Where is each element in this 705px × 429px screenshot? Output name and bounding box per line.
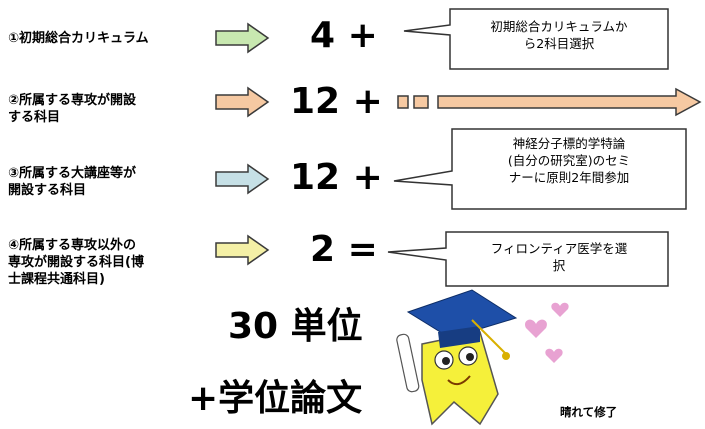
row-4-value: 2 =	[310, 229, 378, 270]
row-1-note: 初期総合カリキュラムか ら2科目選択	[490, 19, 628, 51]
row-3-label: ③所属する大講座等が 開設する科目	[8, 166, 137, 198]
row-4-note: フィロンティア医学を選 択	[490, 241, 628, 273]
row-1-arrow	[215, 22, 270, 54]
row-1-value: 4 +	[310, 15, 378, 56]
plus-thesis: +学位論文	[188, 378, 363, 419]
total-credits: 30 単位	[228, 306, 363, 347]
row-3-arrow-shape	[215, 163, 270, 195]
row-1-arrow-shape	[215, 22, 270, 54]
diploma-icon	[396, 333, 420, 393]
row-3-arrow	[215, 163, 270, 195]
row-4-callout	[387, 231, 669, 287]
row-2-label: ②所属する専攻が開設 する科目	[8, 93, 137, 125]
row-3-note: 神経分子標的学特論 (自分の研究室)のセミ ナーに原則2年間参加	[507, 136, 631, 185]
row-3-value: 12 +	[290, 157, 383, 198]
row-4-label: ④所属する専攻以外の 専攻が開設する科目(博 士課程共通科目)	[8, 238, 144, 287]
row-2-value: 12 +	[290, 81, 383, 122]
row-4-arrow	[215, 234, 270, 266]
graduation-cap-icon	[406, 289, 518, 339]
row-1-label: ①初期総合カリキュラム	[8, 31, 149, 46]
row-2-long-arrow	[397, 87, 702, 117]
row-1-callout	[403, 8, 669, 70]
graduate-mascot-illustration	[396, 289, 569, 426]
row-4-arrow-shape	[215, 234, 270, 266]
mascot-body	[421, 331, 499, 426]
row-3-callout	[393, 128, 687, 210]
heart-icon	[525, 319, 547, 338]
mascot-caption: 晴れて修了	[560, 405, 618, 419]
row-2-arrow-shape	[215, 86, 270, 118]
heart-icon	[551, 302, 569, 317]
heart-icon	[545, 348, 563, 363]
row-2-arrow	[215, 86, 270, 118]
